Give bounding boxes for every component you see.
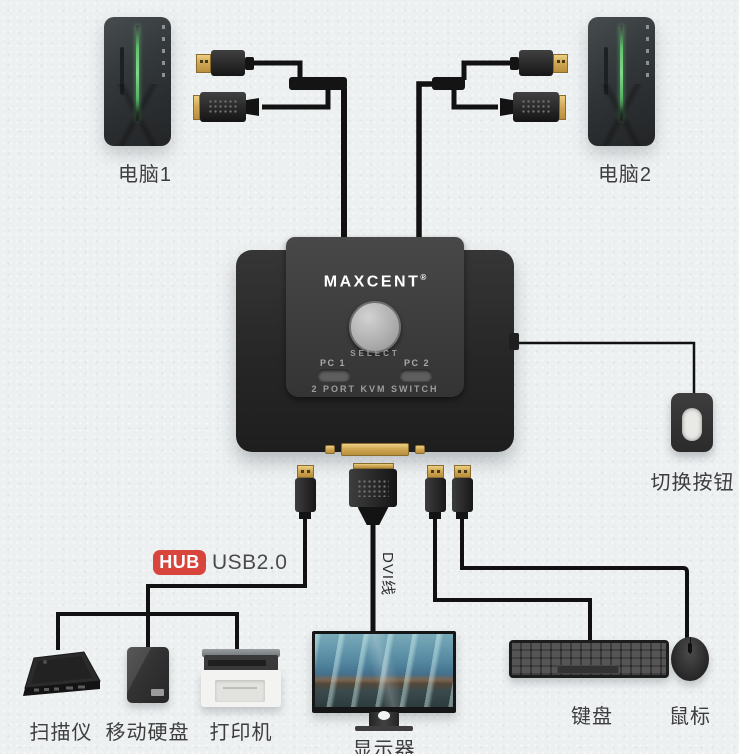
cable-mouse	[460, 515, 689, 638]
pc2-facet	[588, 84, 655, 146]
scanner-image	[23, 651, 101, 696]
cable-pc1-usb	[252, 60, 303, 80]
pc1-front-ports	[162, 25, 165, 81]
kvm-port1-indicator	[318, 369, 350, 381]
kvm-screw-right	[415, 445, 425, 454]
mouse-label: 鼠标	[669, 706, 711, 728]
kvm-port2-label: PC 2	[403, 358, 430, 368]
usb-connector-pc2-icon	[510, 50, 568, 76]
pc1-tower	[104, 17, 171, 146]
scanner-label: 扫描仪	[29, 722, 93, 744]
pc1-led-stripe	[136, 25, 139, 121]
select-button	[349, 301, 401, 353]
cable-keyboard	[433, 515, 592, 641]
registered-mark: ®	[420, 273, 427, 282]
pc1-facet	[104, 84, 171, 146]
pc2-tower	[588, 17, 655, 146]
pc1-vent	[120, 47, 124, 95]
cable-pc2-main	[416, 81, 436, 258]
usb-connector-mouse-icon	[451, 465, 473, 519]
cable-remote	[512, 341, 696, 396]
dvi-connector-monitor-icon	[349, 463, 397, 525]
cable-pc1-dvi	[262, 88, 331, 110]
pc2-label: 电脑2	[597, 164, 653, 186]
mouse-image	[671, 637, 709, 681]
remote-switch	[671, 393, 713, 452]
usb-connector-pc1-icon	[196, 50, 254, 76]
kvm-remote-port	[509, 333, 519, 350]
cable-pc2-dvi	[451, 90, 498, 110]
usb-connector-keyboard-icon	[424, 465, 446, 519]
pc2-led-stripe	[620, 25, 623, 121]
kvm-model-label: 2 PORT KVM SWITCH	[311, 384, 439, 394]
monitor-screen	[315, 634, 453, 707]
dvi-cable-label: DVI线	[379, 552, 396, 597]
kvm-port2-indicator	[400, 369, 432, 381]
pc2-front-ports	[646, 25, 649, 81]
monitor-label: 显示器	[352, 739, 416, 754]
kvm-port1-label: PC 1	[320, 358, 347, 368]
kvm-switch-panel: MAXCENT® SELECT PC 1 PC 2 2 PORT KVM SWI…	[286, 237, 464, 397]
kvm-screw-left	[325, 445, 335, 454]
printer-label: 打印机	[209, 722, 273, 744]
hub-type-label: USB2.0	[212, 551, 288, 574]
hdd-label: 移动硬盘	[105, 722, 190, 744]
hub-badge: HUB	[153, 550, 206, 575]
cable-pc2-usb	[461, 60, 510, 80]
keyboard-image	[509, 640, 669, 678]
remote-switch-button	[682, 408, 702, 441]
remote-switch-label: 切换按钮	[650, 472, 735, 494]
dvi-connector-pc1-icon	[193, 92, 259, 122]
cable-junction-pc1	[289, 77, 347, 90]
keyboard-label: 键盘	[571, 706, 613, 728]
cable-junction-pc2	[432, 77, 465, 90]
hdd-image	[127, 647, 169, 703]
printer-image	[201, 649, 281, 707]
select-button-label: SELECT	[350, 349, 400, 358]
monitor-image	[312, 631, 456, 732]
cable-hub-main	[146, 515, 307, 614]
kvm-brand-logo: MAXCENT®	[323, 273, 427, 291]
usb-connector-hub-icon	[294, 465, 316, 519]
pc1-label: 电脑1	[117, 164, 173, 186]
pc2-vent	[604, 47, 608, 95]
kvm-dvi-output-port	[341, 443, 409, 456]
dvi-connector-pc2-icon	[500, 92, 566, 122]
